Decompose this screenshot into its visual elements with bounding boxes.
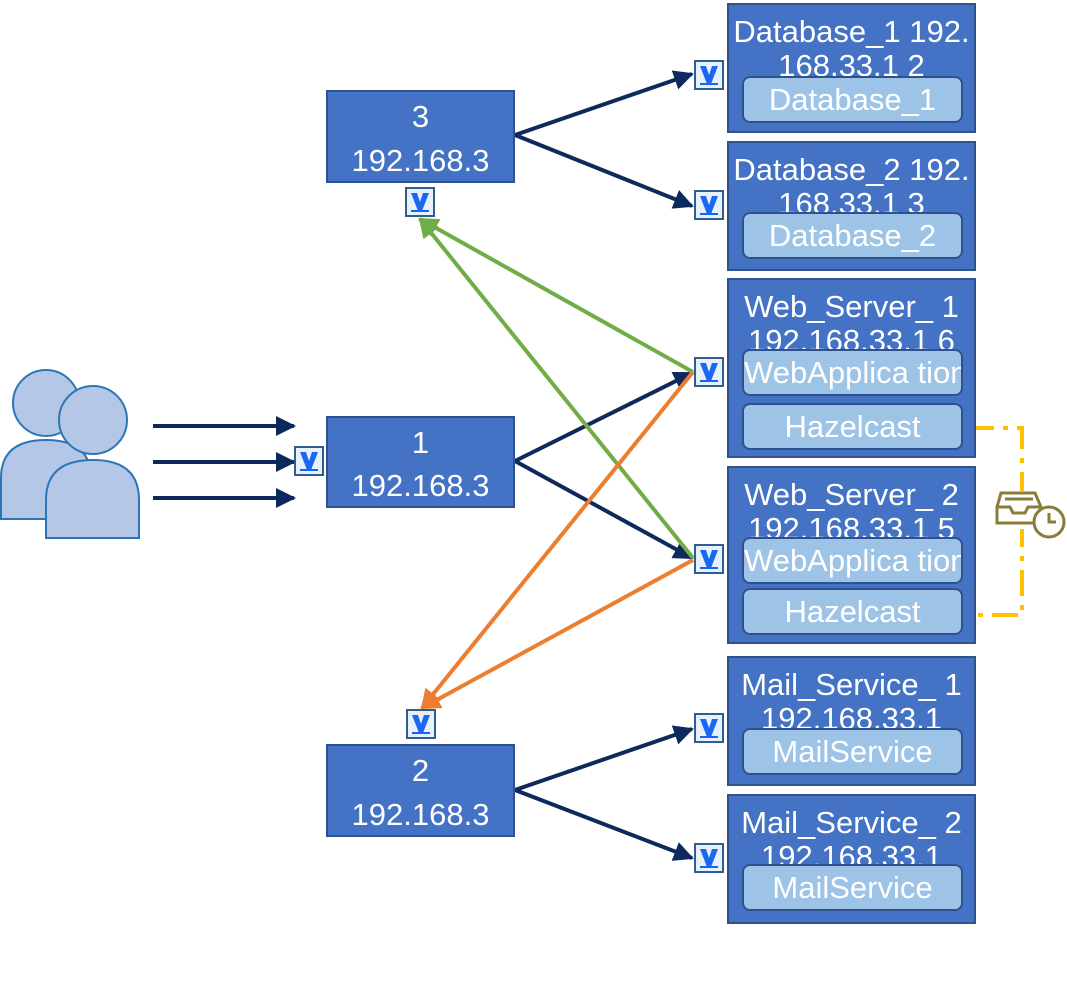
db-request-arrow (418, 217, 694, 374)
server-mail-1[interactable]: Mail_Service_ 1 192.168.33.1 MailService (727, 656, 976, 786)
load-balancer-1[interactable]: 1 192.168.3 (326, 416, 515, 508)
users-icon (0, 369, 140, 539)
service-database-1[interactable]: Database_1 (742, 76, 963, 123)
server-title: Mail_Service_ 1 192.168.33.1 (741, 667, 962, 736)
service-mailservice[interactable]: MailService (742, 728, 963, 775)
inbox-clock-icon (995, 491, 1066, 539)
connection-arrow (514, 459, 694, 560)
service-mailservice[interactable]: MailService (742, 864, 963, 911)
vagrant-icon (694, 843, 724, 873)
service-webapplication[interactable]: WebApplica tion (742, 537, 963, 584)
service-hazelcast[interactable]: Hazelcast (742, 588, 963, 635)
vagrant-icon (694, 713, 724, 743)
service-hazelcast[interactable]: Hazelcast (742, 403, 963, 450)
lb-ip: 192.168.3 (351, 797, 490, 832)
connection-arrow (514, 371, 694, 463)
server-title: Database_1 192.168.33.1 2 (733, 14, 970, 83)
vagrant-icon (294, 446, 324, 476)
server-title: Web_Server_ 2 192.168.33.1 5 (744, 477, 959, 546)
service-database-2[interactable]: Database_2 (742, 212, 963, 259)
vagrant-icon (694, 60, 724, 90)
vagrant-icon (694, 357, 724, 387)
vagrant-icon (694, 544, 724, 574)
lb-number: 1 (411, 425, 430, 460)
server-title: Database_2 192.168.33.1 3 (733, 152, 970, 221)
vagrant-icon (405, 187, 435, 217)
connection-arrow (514, 133, 694, 209)
load-balancer-2[interactable]: 2 192.168.3 (326, 744, 515, 837)
mail-request-arrow (420, 370, 695, 710)
vagrant-icon (694, 190, 724, 220)
connection-arrow (514, 788, 694, 861)
server-database-2[interactable]: Database_2 192.168.33.1 3 Database_2 (727, 141, 976, 271)
connection-arrow (514, 70, 694, 137)
server-title: Web_Server_ 1 192.168.33.1 6 (744, 289, 959, 358)
lb-ip: 192.168.3 (351, 468, 490, 503)
server-web-2[interactable]: Web_Server_ 2 192.168.33.1 5 WebApplica … (727, 466, 976, 644)
lb-ip: 192.168.3 (351, 143, 490, 178)
mail-request-arrow (420, 558, 694, 710)
service-webapplication[interactable]: WebApplica tion (742, 349, 963, 396)
server-database-1[interactable]: Database_1 192.168.33.1 2 Database_1 (727, 3, 976, 133)
lb-number: 3 (411, 99, 430, 134)
server-web-1[interactable]: Web_Server_ 1 192.168.33.1 6 WebApplica … (727, 278, 976, 458)
server-mail-2[interactable]: Mail_Service_ 2 192.168.33.1 MailService (727, 794, 976, 924)
db-request-arrow (418, 217, 695, 560)
lb-number: 2 (411, 753, 430, 788)
load-balancer-3[interactable]: 3 192.168.3 (326, 90, 515, 183)
connection-arrow (514, 725, 694, 792)
vagrant-icon (406, 709, 436, 739)
